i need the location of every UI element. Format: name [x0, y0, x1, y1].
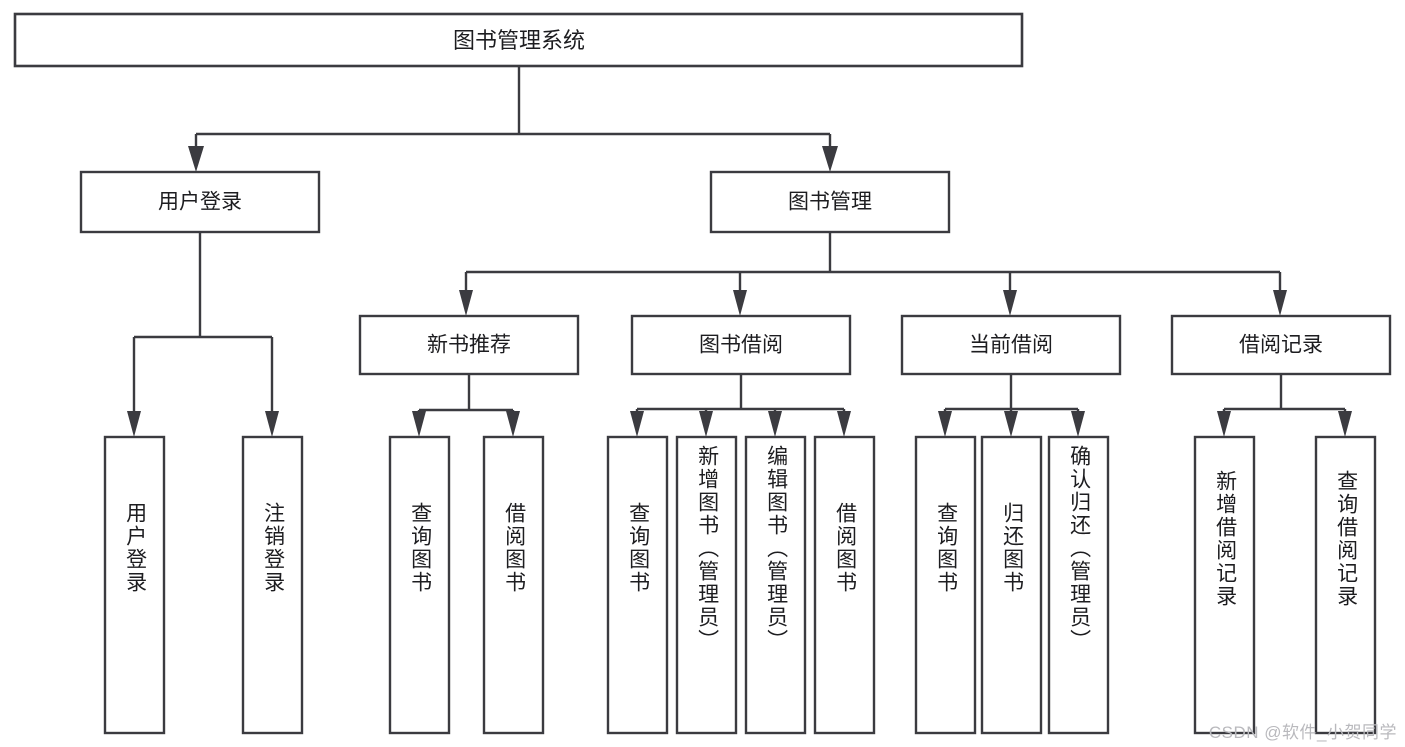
arrow-book-borrow-leaf-2 — [699, 411, 713, 437]
book-borrow-box-shape — [630, 314, 852, 376]
new-book-recommend-box-label: 新书推荐 — [427, 334, 511, 357]
root-box-label: 图书管理系统 — [453, 28, 585, 53]
arrow-borrow-record-leaf-2 — [1338, 411, 1352, 437]
node-borrow-record[interactable]: 借阅记录 — [1170, 314, 1392, 376]
leaf-box-borrow-record-1[interactable] — [1193, 435, 1256, 735]
current-borrow-box-shape — [900, 314, 1122, 376]
arrow-to-current-borrow — [1003, 290, 1017, 316]
csdn-watermark: CSDN @软件_小贺同学 — [1208, 723, 1397, 742]
leaf-box-current-borrow-1[interactable] — [914, 435, 977, 735]
borrow-record-box-shape — [1170, 314, 1392, 376]
leaf-box-user-login-1[interactable] — [103, 435, 166, 735]
leaf-box-user-login-2[interactable] — [241, 435, 304, 735]
arrow-current-borrow-leaf-1 — [938, 411, 952, 437]
node-current-borrow[interactable]: 当前借阅 — [900, 314, 1122, 376]
arrow-borrow-record-leaf-1 — [1217, 411, 1231, 437]
arrow-to-book-borrow — [733, 290, 747, 316]
arrow-current-borrow-leaf-3 — [1071, 411, 1085, 437]
node-user-login[interactable]: 用户登录 — [79, 170, 321, 234]
arrow-to-borrow-record — [1273, 290, 1287, 316]
leaf-box-new-book-1[interactable] — [388, 435, 451, 735]
root-box-shape — [13, 12, 1024, 68]
leaf-box-book-borrow-4[interactable] — [813, 435, 876, 735]
node-book-borrow[interactable]: 图书借阅 — [630, 314, 852, 376]
borrow-record-box-label: 借阅记录 — [1239, 334, 1323, 357]
leaf-box-book-borrow-3[interactable] — [744, 435, 807, 735]
arrow-book-borrow-leaf-4 — [837, 411, 851, 437]
book-manage-box-label: 图书管理 — [788, 191, 872, 214]
leaf-box-borrow-record-2[interactable] — [1314, 435, 1377, 735]
arrow-to-user-login — [188, 146, 204, 172]
node-new-book-recommend[interactable]: 新书推荐 — [358, 314, 580, 376]
arrow-user-login-leaf-2 — [265, 411, 279, 437]
arrow-current-borrow-leaf-2 — [1004, 411, 1018, 437]
book-borrow-box-label: 图书借阅 — [699, 334, 783, 357]
user-login-box-label: 用户登录 — [158, 191, 242, 214]
leaf-box-book-borrow-2[interactable] — [675, 435, 738, 735]
book-manage-box-shape — [709, 170, 951, 234]
arrow-to-new-book-recommend — [459, 290, 473, 316]
arrow-user-login-leaf-1 — [127, 411, 141, 437]
arrow-new-book-leaf-2 — [506, 411, 520, 437]
current-borrow-box-label: 当前借阅 — [969, 334, 1053, 357]
node-book-manage[interactable]: 图书管理 — [709, 170, 951, 234]
leaf-box-new-book-2[interactable] — [482, 435, 545, 735]
leaf-box-book-borrow-1[interactable] — [606, 435, 669, 735]
arrow-new-book-leaf-1 — [412, 411, 426, 437]
new-book-recommend-box-shape — [358, 314, 580, 376]
arrow-to-book-manage — [822, 146, 838, 172]
arrow-book-borrow-leaf-3 — [768, 411, 782, 437]
leaf-box-current-borrow-3[interactable] — [1047, 435, 1110, 735]
arrow-book-borrow-leaf-1 — [630, 411, 644, 437]
leaf-box-current-borrow-2[interactable] — [980, 435, 1043, 735]
node-root-system[interactable]: 图书管理系统 — [13, 12, 1024, 68]
